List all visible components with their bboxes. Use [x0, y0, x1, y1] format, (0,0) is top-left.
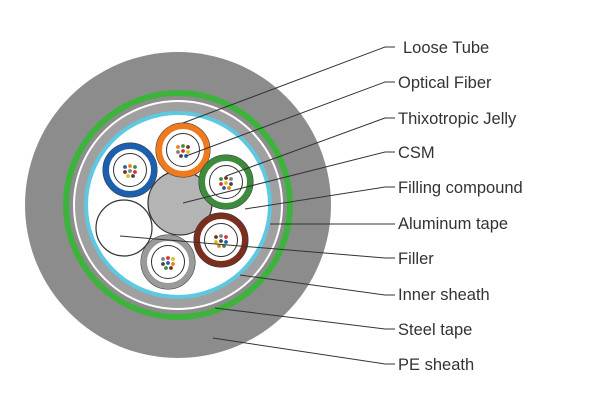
label-steel-tape: Steel tape: [398, 321, 472, 339]
fiber-dot: [227, 186, 231, 190]
fiber-dot: [128, 169, 132, 173]
label-pe-sheath: PE sheath: [398, 356, 474, 374]
label-optical-fiber: Optical Fiber: [398, 74, 492, 92]
fiber-dot: [166, 261, 170, 265]
fiber-dot: [217, 244, 221, 248]
fiber-dot: [222, 186, 226, 190]
fiber-dot: [176, 150, 180, 154]
fiber-dot: [224, 176, 228, 180]
fiber-dot: [214, 235, 218, 239]
fiber-dot: [171, 257, 175, 261]
leader-line-thixotropic-jelly: [225, 117, 395, 177]
fiber-dot: [219, 239, 223, 243]
label-inner-sheath: Inner sheath: [398, 286, 490, 304]
label-filling-compound: Filling compound: [398, 179, 523, 197]
fiber-dot: [166, 256, 170, 260]
label-filler: Filler: [398, 250, 434, 268]
leader-line-filler: [119, 235, 395, 259]
optical-fibers: [123, 144, 233, 270]
label-thixotropic-jelly: Thixotropic Jelly: [398, 110, 517, 128]
leader-line-inner-sheath: [239, 274, 395, 296]
fiber-dot: [128, 164, 132, 168]
fiber-dot: [186, 150, 190, 154]
leader-line-csm: [182, 151, 395, 204]
fiber-dot: [181, 149, 185, 153]
fiber-dot: [123, 170, 127, 174]
fiber-dot: [224, 181, 228, 185]
fiber-dot: [229, 182, 233, 186]
fiber-dot: [123, 165, 127, 169]
fiber-dot: [171, 262, 175, 266]
fiber-dot: [186, 145, 190, 149]
label-csm: CSM: [398, 144, 435, 162]
fiber-dot: [161, 262, 165, 266]
fiber-dot: [229, 177, 233, 181]
fiber-dot: [131, 174, 135, 178]
fiber-dot: [219, 234, 223, 238]
leader-line-steel-tape: [214, 307, 395, 330]
leader-line-filling-compound: [244, 186, 395, 210]
fiber-dot: [126, 174, 130, 178]
label-aluminum-tape: Aluminum tape: [398, 215, 508, 233]
leader-lines: [119, 46, 395, 365]
fiber-dot: [133, 165, 137, 169]
fiber-dot: [133, 170, 137, 174]
fiber-dot: [181, 144, 185, 148]
fiber-dot: [219, 177, 223, 181]
fiber-dot: [161, 257, 165, 261]
fiber-dot: [214, 240, 218, 244]
fiber-dot: [224, 235, 228, 239]
fiber-dot: [224, 240, 228, 244]
fiber-dot: [164, 266, 168, 270]
leader-line-loose-tube: [182, 46, 395, 124]
label-loose-tube: Loose Tube: [403, 39, 489, 57]
leader-line-pe-sheath: [212, 337, 395, 365]
fiber-dot: [169, 266, 173, 270]
fiber-dot: [219, 182, 223, 186]
leader-line-optical-fiber: [185, 81, 395, 157]
filler: [95, 199, 153, 257]
fiber-dot: [179, 154, 183, 158]
fiber-dot: [176, 145, 180, 149]
